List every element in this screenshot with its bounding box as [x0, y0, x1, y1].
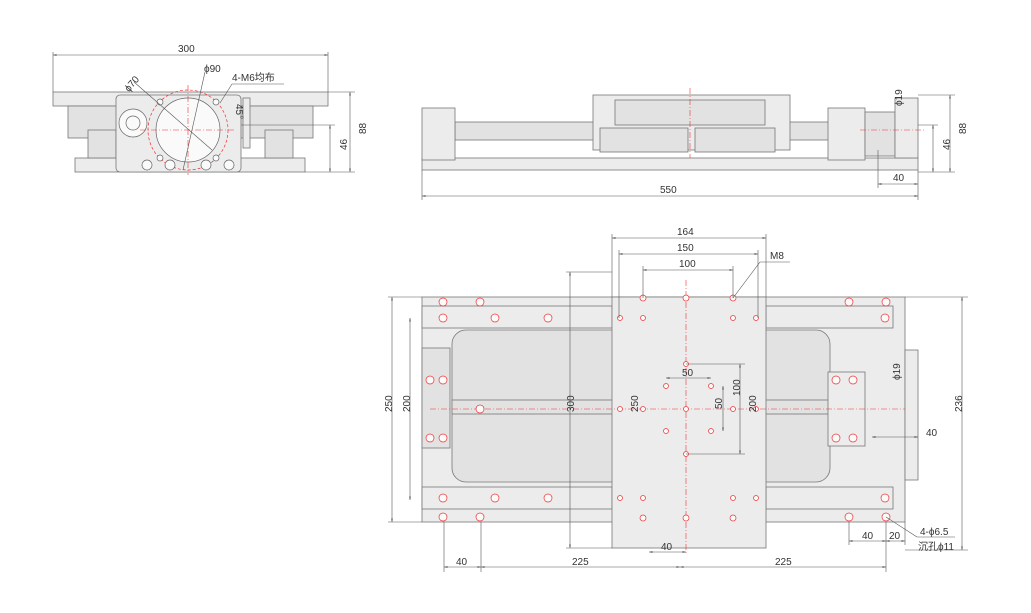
side-offset-40: 40: [893, 173, 905, 184]
dim-holes-150: 150: [677, 243, 694, 254]
dim-height-88: 88: [358, 122, 369, 134]
dim-inner-200: 200: [748, 395, 759, 412]
side-height-46: 46: [942, 138, 953, 150]
label-thread-m8: M8: [770, 251, 784, 262]
side-height-88: 88: [958, 122, 969, 134]
plan-shaft-dia: ϕ19: [892, 363, 903, 380]
dim-dia-70: ϕ70: [123, 74, 142, 94]
dim-holes-100: 100: [679, 259, 696, 270]
dim-carriage-300: 300: [566, 395, 577, 412]
dim-base-250: 250: [384, 395, 395, 412]
dim-edge-40: 40: [862, 531, 874, 542]
dim-edge-20: 20: [889, 531, 901, 542]
side-length-550: 550: [660, 185, 677, 196]
side-shaft-dia: ϕ19: [894, 89, 905, 106]
side-view: [421, 88, 955, 200]
dim-inner-100: 100: [732, 379, 743, 396]
dim-height-46: 46: [339, 138, 350, 150]
dim-bottom-40: 40: [456, 557, 468, 568]
dim-bottom-225-left: 225: [572, 557, 589, 568]
label-counterbore: 沉孔ϕ11: [918, 540, 954, 553]
dim-bottom-225-right: 225: [775, 557, 792, 568]
dim-dia-90: ϕ90: [204, 64, 221, 75]
plan-motor-40: 40: [926, 428, 938, 439]
label-4-m6-holes: 4-M6均布: [232, 72, 275, 84]
dim-inner-50-v: 50: [714, 397, 725, 409]
dim-overall-236: 236: [954, 395, 965, 412]
dim-inner-50-h: 50: [682, 368, 694, 379]
dim-angle-45: 45°: [233, 104, 244, 119]
front-view: [52, 52, 355, 175]
dim-center-40: 40: [661, 542, 673, 553]
dim-carriage-250: 250: [630, 395, 641, 412]
plan-view: [388, 234, 968, 572]
dim-width-300: 300: [178, 44, 195, 55]
dim-carriage-164: 164: [677, 227, 694, 238]
dim-rail-200: 200: [402, 395, 413, 412]
label-mount-holes: 4-ϕ6.5: [920, 527, 949, 538]
